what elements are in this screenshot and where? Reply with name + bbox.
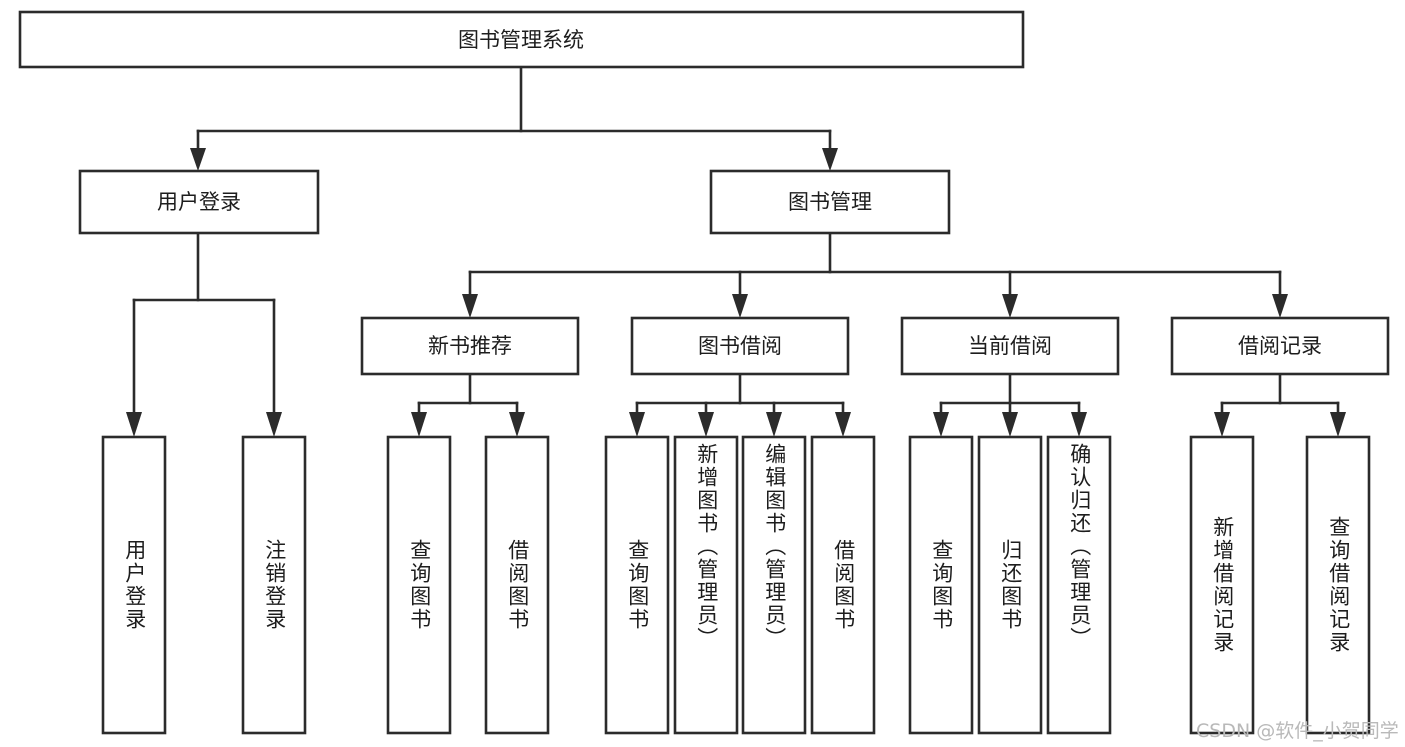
node-leaf-query-book-3-box[interactable]: [908, 435, 974, 735]
arrow-to-leaf-borrow-book-2: [835, 412, 851, 437]
arrow-to-book-borrow: [732, 294, 748, 318]
nodes-group: 图书管理系统 用户登录 图书管理 新书推荐 图书借阅 当前借阅 借阅记录: [18, 10, 1390, 735]
arrow-to-leaf-borrow-book-1: [509, 412, 525, 437]
node-leaf-user-login-box[interactable]: [101, 435, 167, 735]
node-leaf-query-book-1-box[interactable]: [386, 435, 452, 735]
node-new-book-recommend-label: 新书推荐: [428, 334, 512, 358]
node-borrow-record-box[interactable]: [1170, 316, 1390, 376]
arrow-to-leaf-query-book-1: [411, 412, 427, 437]
arrow-to-borrow-record: [1272, 294, 1288, 318]
node-book-management-box[interactable]: [709, 169, 951, 235]
node-leaf-confirm-return-box[interactable]: [1046, 435, 1112, 735]
arrow-to-leaf-query-book-2: [629, 412, 645, 437]
arrow-to-leaf-query-book-3: [933, 412, 949, 437]
node-leaf-query-record-box[interactable]: [1305, 435, 1371, 735]
node-leaf-return-book-box[interactable]: [977, 435, 1043, 735]
node-current-borrow-label: 当前借阅: [968, 334, 1052, 358]
node-new-book-recommend-box[interactable]: [360, 316, 580, 376]
arrow-to-book-management: [822, 148, 838, 171]
arrow-to-leaf-return-book: [1002, 412, 1018, 437]
csdn-watermark: CSDN @软件_小贺同学: [1196, 720, 1399, 742]
node-leaf-edit-book-box[interactable]: [741, 435, 807, 735]
node-leaf-add-record-box[interactable]: [1189, 435, 1255, 735]
node-user-login-label: 用户登录: [157, 190, 241, 214]
arrow-to-user-login: [190, 148, 206, 171]
arrow-to-leaf-logout-login: [266, 412, 282, 437]
node-leaf-query-book-2-box[interactable]: [604, 435, 670, 735]
node-leaf-borrow-book-2-box[interactable]: [810, 435, 876, 735]
arrow-to-leaf-edit-book: [766, 412, 782, 437]
node-book-management-label: 图书管理: [788, 190, 872, 214]
node-leaf-add-book-box[interactable]: [673, 435, 739, 735]
node-user-login-box[interactable]: [78, 169, 320, 235]
node-leaf-logout-login-box[interactable]: [241, 435, 307, 735]
node-borrow-record-label: 借阅记录: [1238, 334, 1322, 358]
node-book-borrow-box[interactable]: [630, 316, 850, 376]
arrow-to-current-borrow: [1002, 294, 1018, 318]
arrow-to-leaf-add-book: [698, 412, 714, 437]
node-root-box[interactable]: [18, 10, 1025, 69]
node-book-borrow-label: 图书借阅: [698, 334, 782, 358]
node-current-borrow-box[interactable]: [900, 316, 1120, 376]
edges-group: [126, 65, 1346, 437]
arrow-to-new-book-recommend: [462, 294, 478, 318]
arrow-to-leaf-confirm-return: [1071, 412, 1087, 437]
node-root-label: 图书管理系统: [458, 28, 584, 52]
node-leaf-borrow-book-1-box[interactable]: [484, 435, 550, 735]
arrow-to-leaf-query-record: [1330, 412, 1346, 437]
arrow-to-leaf-add-record: [1214, 412, 1230, 437]
arrow-to-leaf-user-login: [126, 412, 142, 437]
